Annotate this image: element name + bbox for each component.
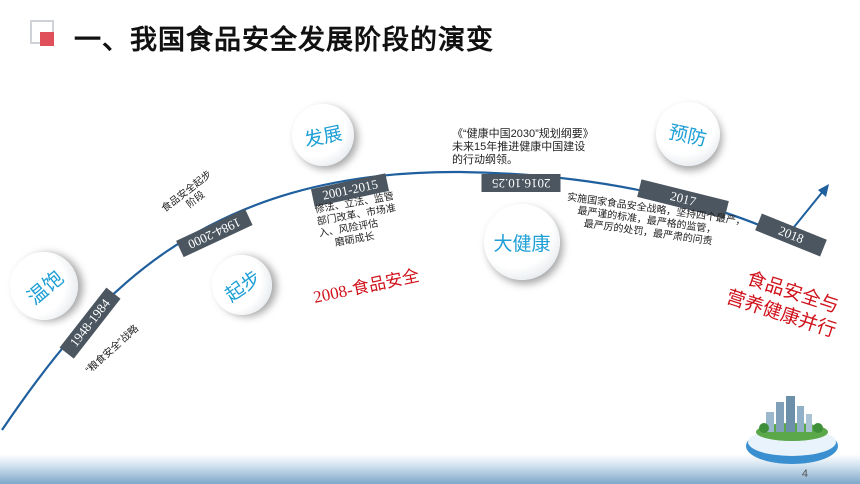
bubble-fazhan-label: 发展 xyxy=(302,121,345,152)
footer-band xyxy=(0,454,860,484)
bubble-dajiankang: 大健康 xyxy=(484,204,560,280)
tag-2016-10-25: 2016.10.25 xyxy=(482,174,561,192)
city-island-image xyxy=(746,396,838,464)
trend-arrow-line xyxy=(789,189,825,233)
note-healthy-china-plan: 《“健康中国2030”规划纲要》 未来15年推进健康中国建设 的行动纲领。 xyxy=(452,128,594,166)
bubble-qibu-label: 起步 xyxy=(220,266,265,307)
page-title: 一、我国食品安全发展阶段的演变 xyxy=(74,25,494,56)
bubble-wenbao-label: 温饱 xyxy=(21,265,68,310)
trend-arrow-head xyxy=(818,184,829,197)
bubble-yufang-label: 预防 xyxy=(666,120,709,151)
page-number: 4 xyxy=(801,468,808,480)
bubble-dajiankang-label: 大健康 xyxy=(493,232,551,255)
title-decoration xyxy=(30,20,64,54)
